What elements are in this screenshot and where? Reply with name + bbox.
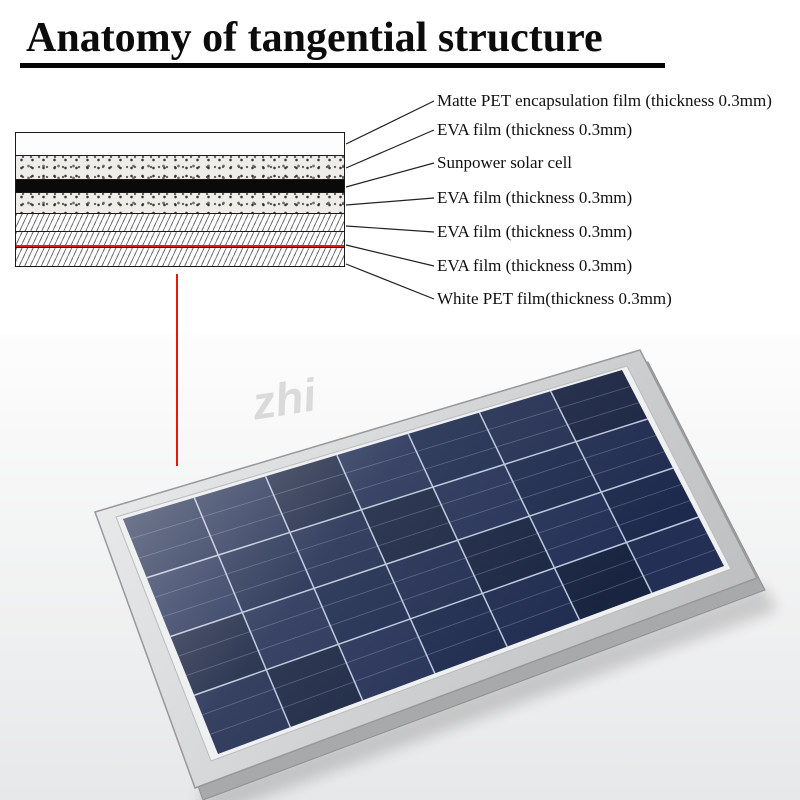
layer-eva-film-1 xyxy=(16,155,344,179)
panel-reflection xyxy=(123,370,724,754)
page-title: Anatomy of tangential structure xyxy=(26,15,603,61)
layer-label-eva-4: EVA film (thickness 0.3mm) xyxy=(437,256,633,275)
title-underline xyxy=(20,63,665,68)
layer-label-solar-cell: Sunpower solar cell xyxy=(437,153,573,172)
layer-white-pet-film xyxy=(16,247,344,266)
layer-matte-pet-film xyxy=(16,133,344,155)
layer-label-eva-3: EVA film (thickness 0.3mm) xyxy=(437,222,633,241)
layer-solar-cell xyxy=(16,179,344,192)
layer-eva-film-2 xyxy=(16,192,344,213)
layer-label-eva-1: EVA film (thickness 0.3mm) xyxy=(437,120,633,139)
watermark: zhi xyxy=(248,368,320,430)
layer-stack xyxy=(15,132,345,267)
layer-label-white-pet: White PET film(thickness 0.3mm) xyxy=(437,289,672,308)
layer-eva-film-3 xyxy=(16,213,344,231)
red-connector-line xyxy=(176,274,178,466)
layer-label-matte-pet: Matte PET encapsulation film (thickness … xyxy=(437,91,772,110)
layer-label-eva-2: EVA film (thickness 0.3mm) xyxy=(437,188,633,207)
layer-eva-film-4 xyxy=(16,231,344,247)
